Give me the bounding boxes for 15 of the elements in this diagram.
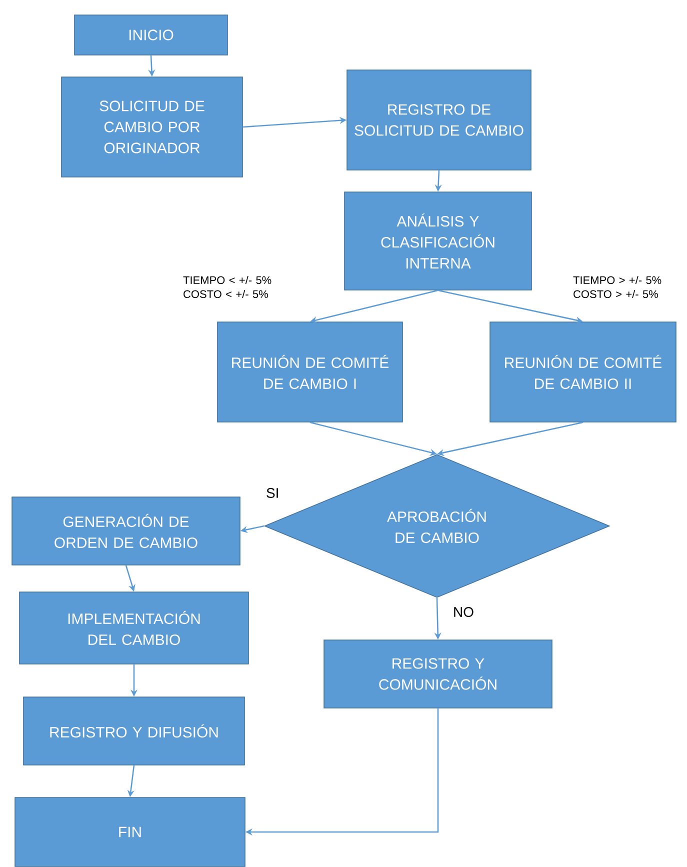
process-box: REGISTRO Y DIFUSIÓN xyxy=(23,696,245,766)
edge-label: TIEMPO > +/- 5% COSTO > +/- 5% xyxy=(573,276,662,298)
process-box: GENERACIÓN DE ORDEN DE CAMBIO xyxy=(12,496,240,566)
process-box: IMPLEMENTACIÓN DEL CAMBIO xyxy=(19,592,249,664)
process-box: REUNIÓN DE COMITÉ DE CAMBIO II xyxy=(490,322,676,422)
edge-label: SI xyxy=(266,488,278,498)
process-box: REGISTRO DE SOLICITUD DE CAMBIO xyxy=(346,70,532,170)
process-box: FIN xyxy=(14,797,246,867)
process-box: INICIO xyxy=(74,14,228,56)
process-box: ANÁLISIS Y CLASIFICACIÓN INTERNA xyxy=(344,192,532,290)
edge-label: TIEMPO < +/- 5% COSTO < +/- 5% xyxy=(183,276,272,298)
process-box: REUNIÓN DE COMITÉ DE CAMBIO I xyxy=(217,322,403,422)
process-box: SOLICITUD DE CAMBIO POR ORIGINADOR xyxy=(61,76,243,178)
process-box: REGISTRO Y COMUNICACIÓN xyxy=(324,640,552,708)
edge-label: NO xyxy=(454,607,474,617)
